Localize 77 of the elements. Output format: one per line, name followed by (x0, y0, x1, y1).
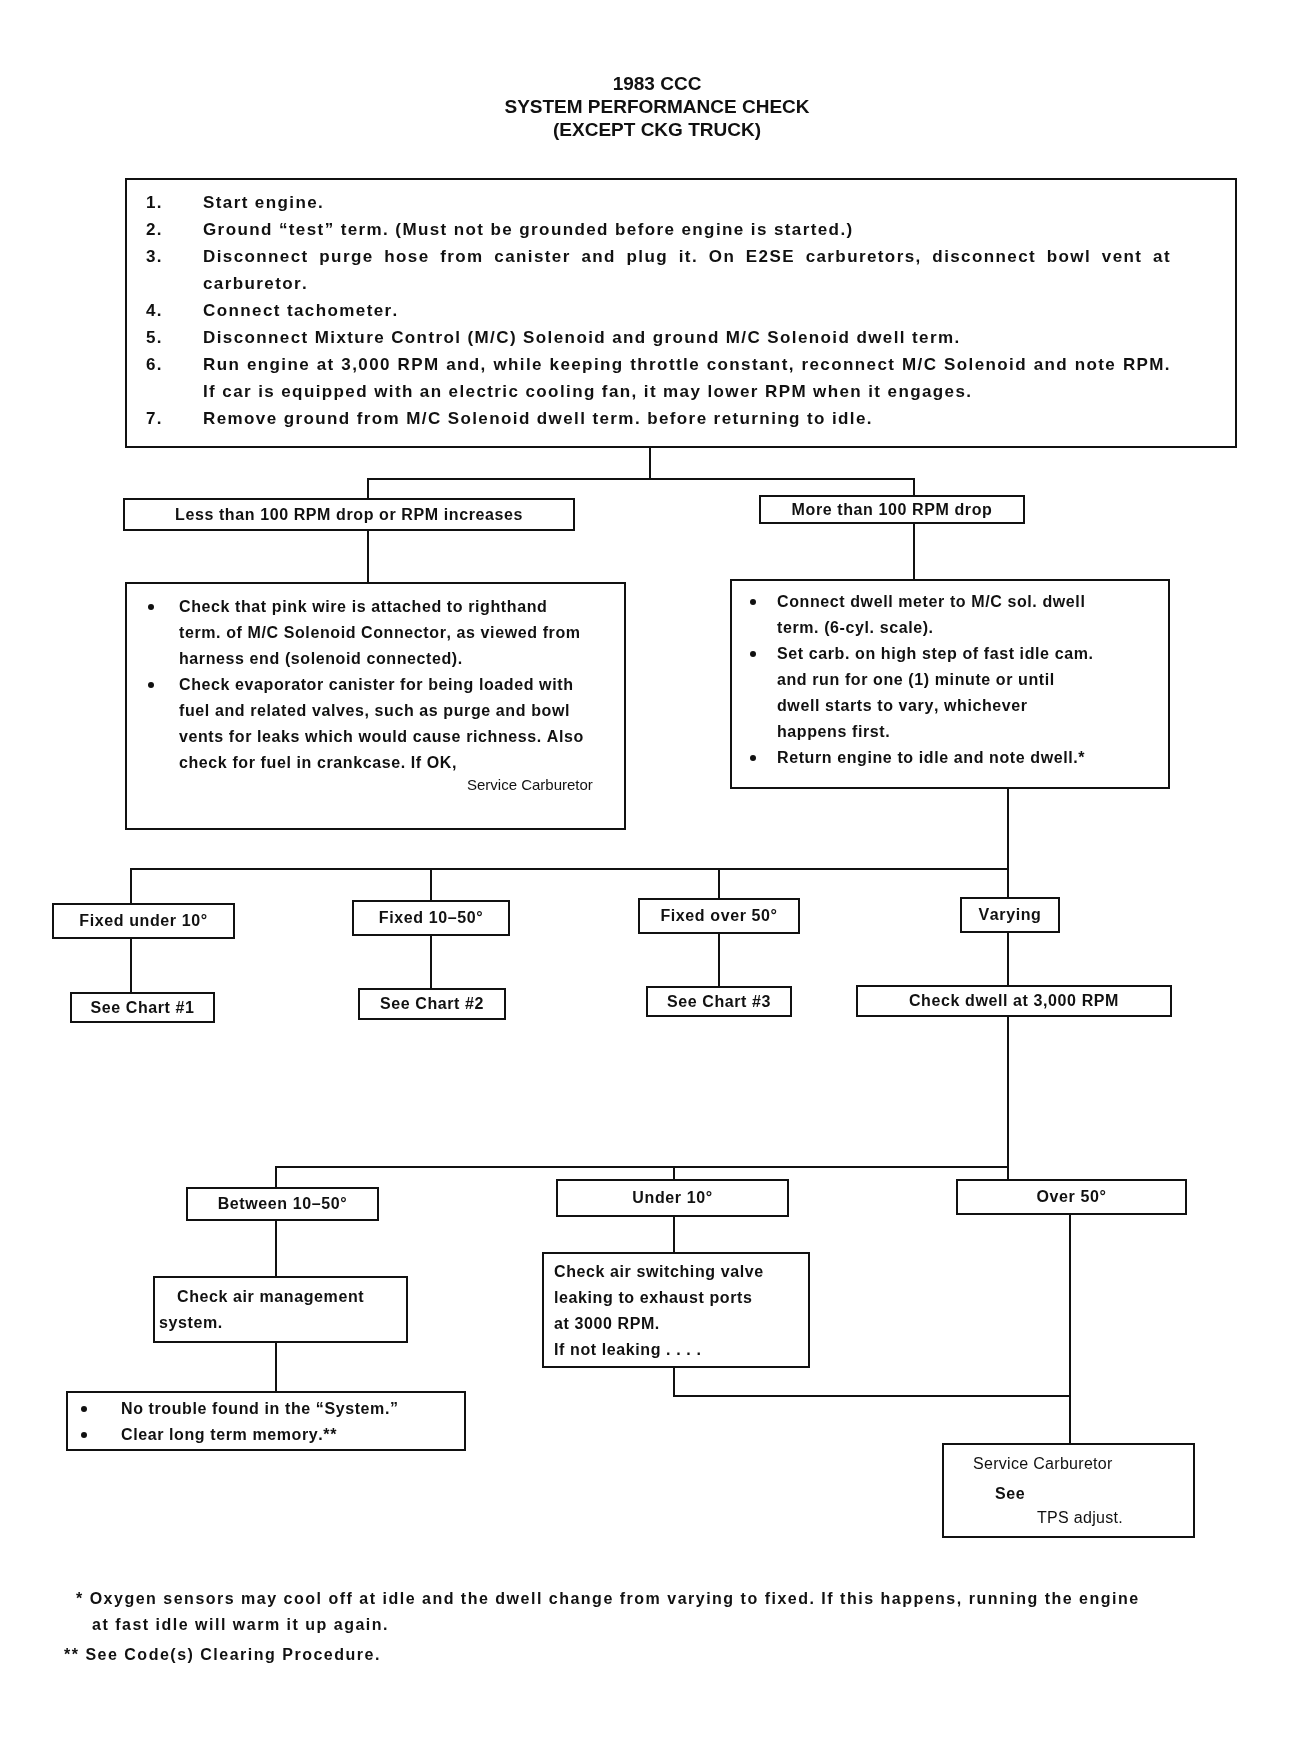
condition-box (352, 900, 510, 936)
condition-box (186, 1187, 379, 1221)
bullet-text: Clear long term memory.** (121, 1425, 338, 1445)
connector-line (718, 933, 720, 987)
action-text: Service Carburetor (467, 776, 593, 793)
action-box (66, 1391, 466, 1451)
step-text: Connect tachometer. (203, 300, 400, 322)
step-number: 1. (146, 192, 164, 214)
footnote: * Oxygen sensors may cool off at idle and the dwell change from varying to fixed. If this happens, running the engine at fast idle will warm it up again. (76, 1589, 1141, 1635)
diagram-title: 1983 CCC SYSTEM PERFORMANCE CHECK (EXCEPT CKG TRUCK) (503, 72, 811, 141)
bullet-text: Set carb. on high step of fast idle cam. and run for one (1) minute or until dwell starts to vary, whichever happens first. (777, 644, 1095, 742)
action-box (646, 986, 792, 1017)
condition-label: Fixed 10–50° (378, 908, 484, 928)
bullet-text: Return engine to idle and note dwell.* (777, 748, 1087, 768)
connector-line (430, 935, 432, 989)
connector-line (1007, 932, 1009, 986)
action-text: See (995, 1484, 1026, 1504)
condition-label: Fixed under 10° (79, 911, 208, 931)
action-text: See Chart #2 (379, 994, 485, 1014)
connector-line (1007, 788, 1009, 898)
action-box (942, 1443, 1195, 1538)
action-box (153, 1276, 408, 1343)
condition-box (556, 1179, 789, 1217)
condition-label: Varying (978, 905, 1042, 925)
condition-label: Between 10–50° (217, 1194, 348, 1214)
step-number: 4. (146, 300, 164, 322)
connector-line (673, 1216, 675, 1253)
step-text: Disconnect Mixture Control (M/C) Solenoid and ground M/C Solenoid dwell term. (203, 327, 962, 349)
step-text: Start engine. (203, 192, 326, 214)
action-text: Check dwell at 3,000 RPM (908, 991, 1119, 1011)
bullet-text: Check that pink wire is attached to righthand term. of M/C Solenoid Connector, as viewed from harness end (solenoid connected). (179, 597, 582, 669)
action-text: If not leaking . . . . (554, 1340, 703, 1360)
bullet-text: No trouble found in the “System.” (121, 1399, 400, 1419)
step-number: 5. (146, 327, 164, 349)
action-text: Service Carburetor (973, 1454, 1113, 1474)
action-text: See Chart #3 (666, 991, 772, 1012)
action-box (730, 579, 1170, 789)
connector-line (649, 447, 915, 496)
connector-line (1007, 1016, 1009, 1180)
condition-label: Less than 100 RPM drop or RPM increases (175, 504, 523, 525)
condition-label: Under 10° (632, 1188, 713, 1208)
step-text: Ground “test” term. (Must not be grounded before engine is started.) (203, 219, 855, 241)
condition-label: Over 50° (1036, 1187, 1107, 1207)
action-box (70, 992, 215, 1023)
action-box (542, 1252, 810, 1368)
connector-line (275, 1342, 277, 1392)
step-text: Run engine at 3,000 RPM and, while keeping throttle constant, reconnect M/C Solenoid and note RPM. If car is equipped with an electric cooling fan, it may lower RPM when it engages. (203, 354, 1171, 403)
step-number: 3. (146, 246, 164, 268)
action-text: Check air switching valve leaking to exhaust ports at 3000 RPM. (554, 1262, 765, 1334)
step-number: 6. (146, 354, 164, 376)
action-text: Check air management system. (159, 1287, 366, 1333)
action-text: TPS adjust. (1037, 1508, 1123, 1528)
bullet-text: Check evaporator canister for being loaded with fuel and related valves, such as purge and bowl vents for leaks which would cause richness. Also check for fuel in crankcase. If OK, (179, 675, 585, 773)
condition-box (960, 897, 1060, 933)
condition-box (759, 495, 1025, 524)
condition-box (956, 1179, 1187, 1215)
condition-box (52, 903, 235, 939)
bullet-text: Connect dwell meter to M/C sol. dwell term. (6-cyl. scale). (777, 592, 1087, 638)
condition-box (638, 898, 800, 934)
step-text: Disconnect purge hose from canister and plug it. On E2SE carburetors, disconnect bowl vent at carburetor. (203, 246, 1171, 295)
connector-line (275, 1220, 277, 1277)
condition-label: Fixed over 50° (660, 906, 778, 926)
instruction-box (125, 178, 1237, 448)
step-text: Remove ground from M/C Solenoid dwell term. before returning to idle. (203, 408, 874, 430)
action-box (358, 988, 506, 1020)
connector-line (913, 523, 915, 580)
footnote: ** See Code(s) Clearing Procedure. (64, 1645, 382, 1665)
condition-box (123, 498, 575, 531)
action-text: See Chart #1 (90, 997, 195, 1018)
connector-line (1069, 1214, 1071, 1444)
action-box (856, 985, 1172, 1017)
step-number: 7. (146, 408, 164, 430)
step-number: 2. (146, 219, 164, 241)
connector-line (367, 530, 369, 583)
connector-line (130, 938, 132, 993)
condition-label: More than 100 RPM drop (791, 499, 993, 520)
action-box (125, 582, 626, 830)
